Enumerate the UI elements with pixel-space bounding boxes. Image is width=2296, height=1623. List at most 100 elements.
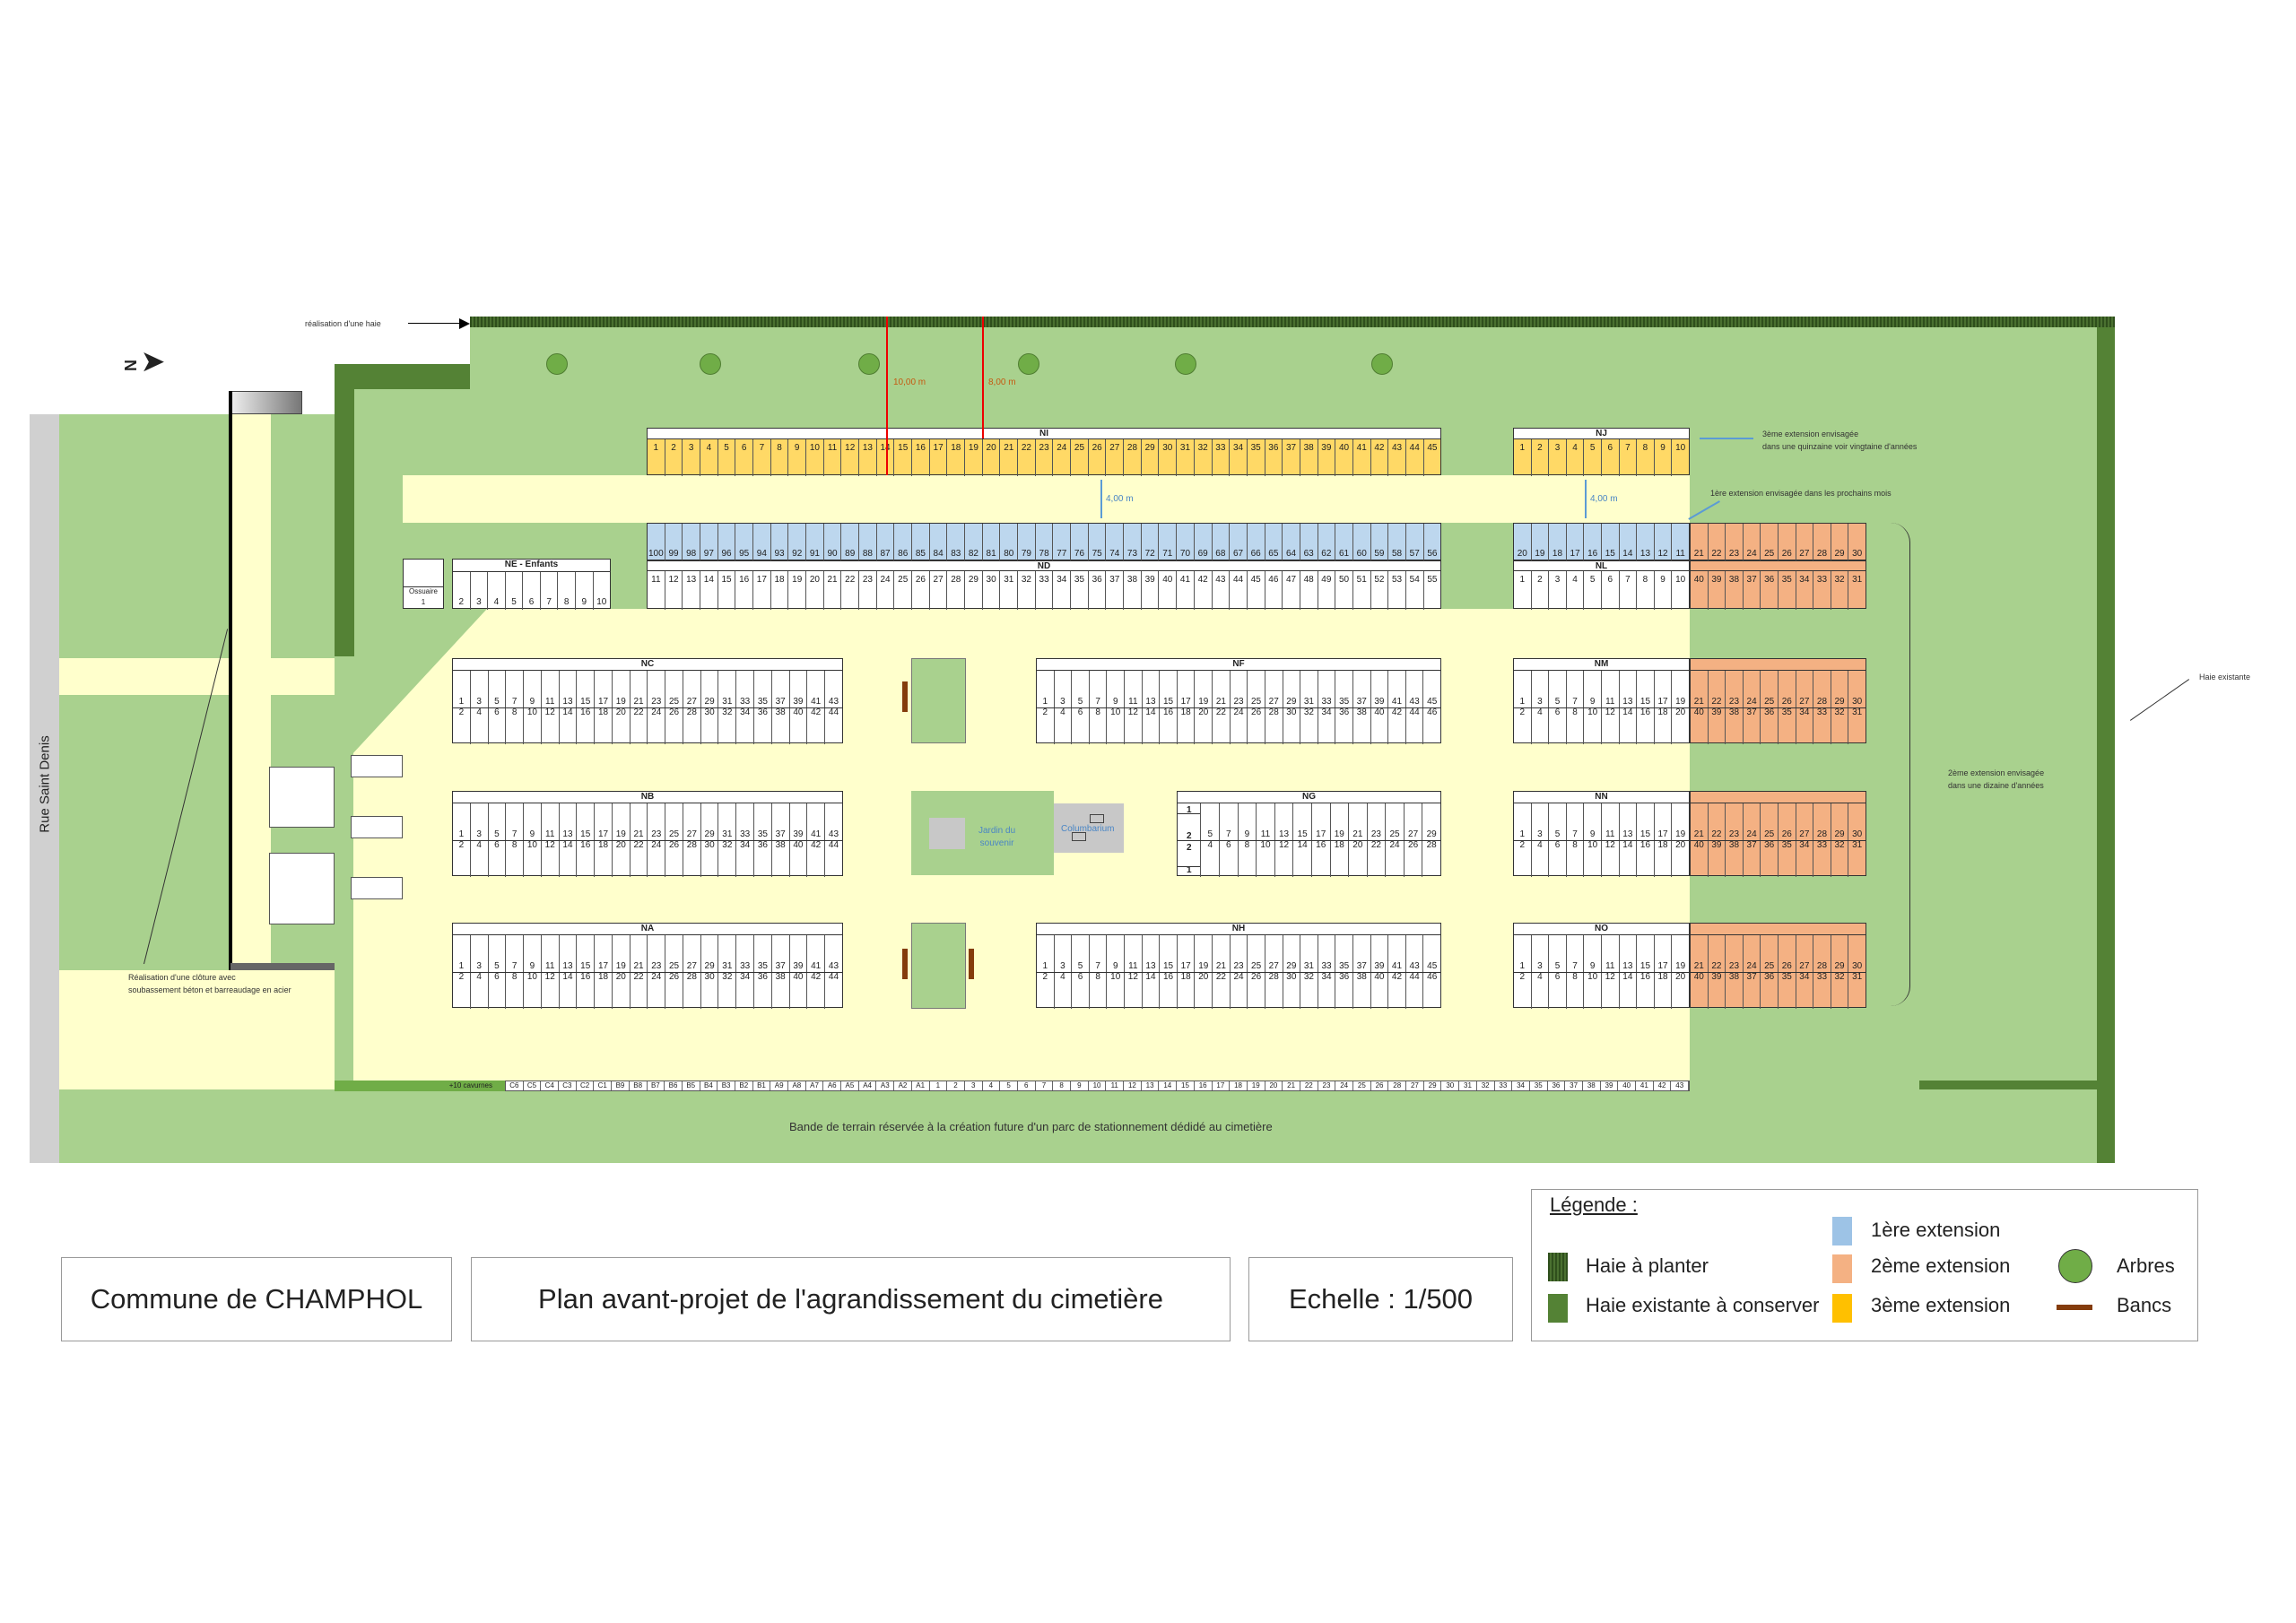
plot-number: 28	[1816, 961, 1828, 972]
plot-number: 3	[1537, 829, 1543, 840]
plot-number: 5	[511, 597, 517, 607]
plot-cell: 39	[1142, 571, 1160, 610]
plot-number: 9	[1660, 575, 1665, 585]
plot-cell: 41	[1353, 439, 1371, 476]
plot-number: 87	[880, 549, 891, 559]
cavurne-cell: A5	[841, 1081, 859, 1090]
plot-cell: 37	[1744, 571, 1761, 610]
plot-number: 38	[1728, 840, 1740, 850]
plot-cell: 24	[1744, 524, 1761, 561]
plot-cell: 23	[859, 571, 877, 610]
plot-cell: 15	[894, 439, 913, 476]
plot-number: 22	[1711, 829, 1722, 840]
plot-number: 18	[1657, 972, 1668, 982]
plot-number: 32	[1834, 840, 1845, 850]
plot-number: 14	[1622, 972, 1633, 982]
plot-number: 80	[1004, 549, 1014, 559]
plot-number: 40	[1693, 972, 1704, 982]
plot-number: 29	[968, 575, 978, 585]
plot-number: 39	[793, 829, 804, 840]
plot-number: 34	[1799, 972, 1810, 982]
parking-spot	[269, 767, 335, 828]
plot-number: 11	[1605, 697, 1615, 707]
plot-number: 1	[653, 443, 659, 453]
plot-number: 11	[1605, 829, 1615, 840]
plot-number: 40	[793, 972, 804, 982]
plot-cell: 19	[788, 571, 807, 610]
plot-number: 60	[1356, 549, 1367, 559]
lower-left-path	[59, 970, 337, 1089]
plot-number: 18	[597, 972, 609, 982]
plot-number: 13	[562, 829, 573, 840]
plot-number: 26	[1781, 829, 1792, 840]
plot-cell: 10	[594, 572, 611, 610]
plot-number: 9	[581, 597, 587, 607]
legend-ext3: 3ème extension	[1871, 1294, 2011, 1316]
cavurne-cell: A3	[876, 1081, 895, 1090]
plot-cell: 64	[1283, 524, 1300, 561]
plot-cell: 25	[894, 571, 913, 610]
plot-number: 1	[1519, 829, 1526, 840]
plot-cell: 54	[1406, 571, 1424, 610]
plot-number: 13	[562, 961, 573, 972]
plot-cell: 9	[576, 572, 594, 610]
plot-number: 9	[1589, 961, 1596, 972]
plot-number: 32	[1834, 707, 1845, 717]
legend-trees: Arbres	[2117, 1254, 2175, 1277]
road-label: Rue Saint Denis	[37, 735, 53, 833]
plot-number: 40	[1693, 707, 1704, 717]
plot-number: 19	[1535, 549, 1545, 559]
plot-number: 38	[775, 972, 786, 982]
plot-number: 46	[1268, 575, 1279, 585]
tree-icon	[2058, 1249, 2092, 1283]
gap-label: 4,00 m	[1106, 494, 1134, 504]
existing-hedge-note: Haie existante	[2199, 673, 2251, 681]
plot-cell: 28	[1813, 524, 1831, 561]
plot-number: 2	[458, 707, 465, 717]
plot-number: 14	[562, 972, 573, 982]
plot-cell: 14	[877, 439, 895, 476]
plot-number: 8	[1572, 707, 1578, 717]
plot-number: 44	[828, 972, 839, 982]
plot-number: 36	[1764, 707, 1775, 717]
plot-number: 6	[1607, 575, 1613, 585]
plot-number: 73	[1126, 549, 1138, 559]
plot-number: 16	[1639, 707, 1651, 717]
cavurnes-area: +10 cavurnes	[335, 1081, 505, 1091]
plot-number: 10	[526, 840, 537, 850]
plot-number: 21	[827, 575, 838, 585]
plot-number: 96	[721, 549, 732, 559]
plot-number: 14	[703, 575, 714, 585]
plot-cell: 69	[1195, 524, 1213, 561]
plot-number: 13	[1622, 697, 1633, 707]
plot-cell: 67	[1230, 524, 1248, 561]
plot-number: 25	[1764, 697, 1775, 707]
plot-number: 13	[1145, 697, 1156, 707]
plot-number: 44	[1409, 443, 1420, 453]
plot-number: 24	[1057, 443, 1067, 453]
cavurne-cell: 8	[1053, 1081, 1071, 1090]
plot-number: 15	[1639, 961, 1651, 972]
plot-number: 35	[1781, 840, 1792, 850]
plot-number: 17	[1657, 829, 1668, 840]
plot-number: 2	[1186, 843, 1192, 854]
plot-cell: 41	[1177, 571, 1195, 610]
plot-number: 49	[1321, 575, 1332, 585]
plan-title-box: Plan avant-projet de l'agrandissement du…	[471, 1257, 1231, 1341]
cavurne-cell: B4	[700, 1081, 718, 1090]
plot-number: 28	[1268, 707, 1279, 717]
plot-cell: 42	[1195, 571, 1213, 610]
plot-number: 42	[1391, 972, 1403, 982]
plot-number: 26	[1781, 697, 1792, 707]
plot-number: 16	[1163, 972, 1174, 982]
existing-hedge-bottom-right	[1919, 1081, 2097, 1089]
plot-cell: 44	[1406, 439, 1424, 476]
plot-number: 14	[1622, 840, 1633, 850]
green-square	[911, 658, 966, 743]
plot-cell: 1	[1514, 439, 1532, 476]
